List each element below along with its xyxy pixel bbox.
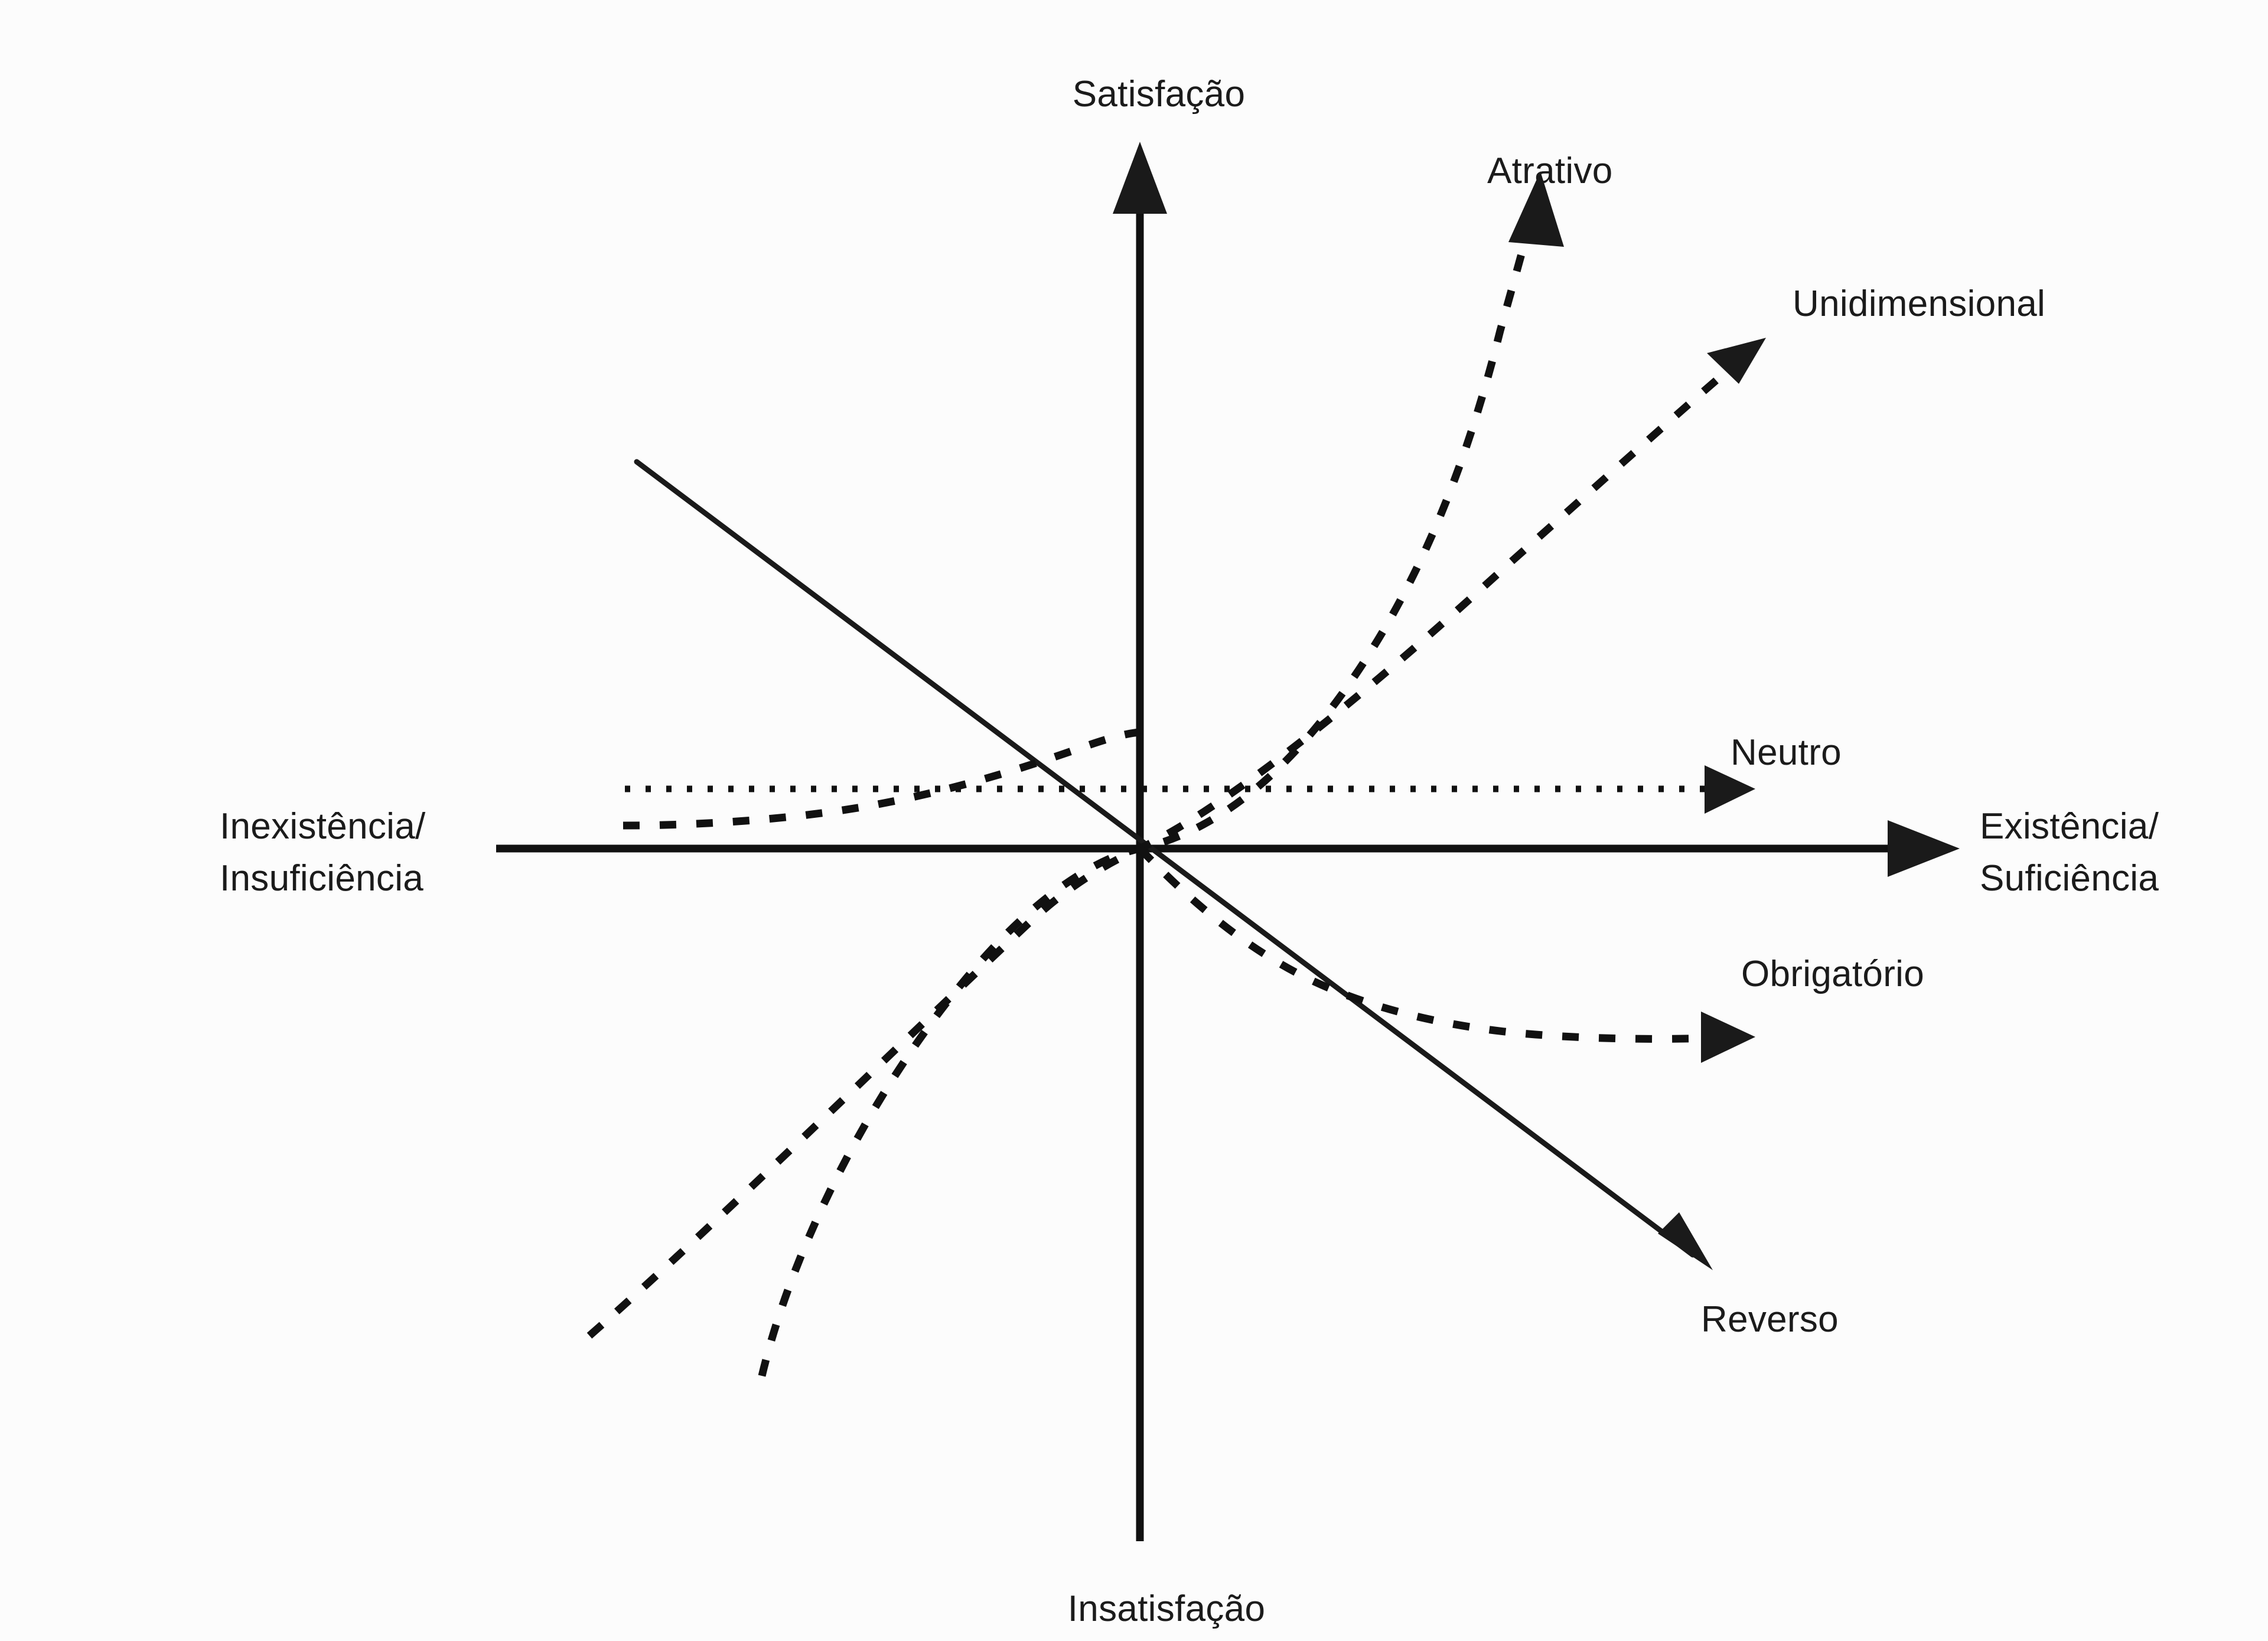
labels-group: Satisfação Insatisfação Inexistência/ In… (220, 74, 2159, 1629)
atrativo-arrow-icon (1508, 171, 1564, 247)
curve-label-unidimensional: Unidimensional (1793, 283, 2045, 324)
neutro-arrow-icon (1705, 765, 1755, 814)
y-axis-top-label: Satisfação (1073, 74, 1246, 115)
obrigatorio-arrow-icon (1701, 1012, 1755, 1063)
atrativo-path (758, 203, 1539, 1377)
curve-unidimensional (586, 338, 1766, 1339)
reverso-line (634, 459, 1696, 1258)
curve-label-obrigatorio: Obrigatório (1741, 954, 1924, 994)
x-axis-left-label-line2: Insuficiência (220, 858, 423, 899)
x-axis-left-label-line1: Inexistência/ (220, 806, 426, 847)
x-axis-right-label-line1: Existência/ (1980, 806, 2159, 847)
curve-reverso (634, 459, 1713, 1270)
x-axis-right-label-line2: Suficiência (1980, 858, 2159, 899)
curve-label-reverso: Reverso (1701, 1299, 1839, 1340)
curve-label-atrativo: Atrativo (1487, 151, 1613, 191)
curve-neutro (625, 765, 1755, 814)
axes-group (496, 142, 1960, 1541)
curve-obrigatorio (623, 728, 1755, 1063)
obrigatorio-upper-branch (623, 728, 1140, 830)
y-axis-arrow-icon (1113, 142, 1167, 214)
unidimensional-path (586, 356, 1744, 1339)
x-axis-arrow-icon (1888, 820, 1960, 877)
unidimensional-arrow-icon (1707, 338, 1766, 384)
curve-label-neutro: Neutro (1731, 732, 1842, 773)
y-axis-bottom-label: Insatisfação (1068, 1588, 1265, 1629)
curve-atrativo (758, 171, 1564, 1377)
reverso-arrow-icon (1658, 1212, 1713, 1270)
obrigatorio-lower-branch (1137, 846, 1713, 1043)
